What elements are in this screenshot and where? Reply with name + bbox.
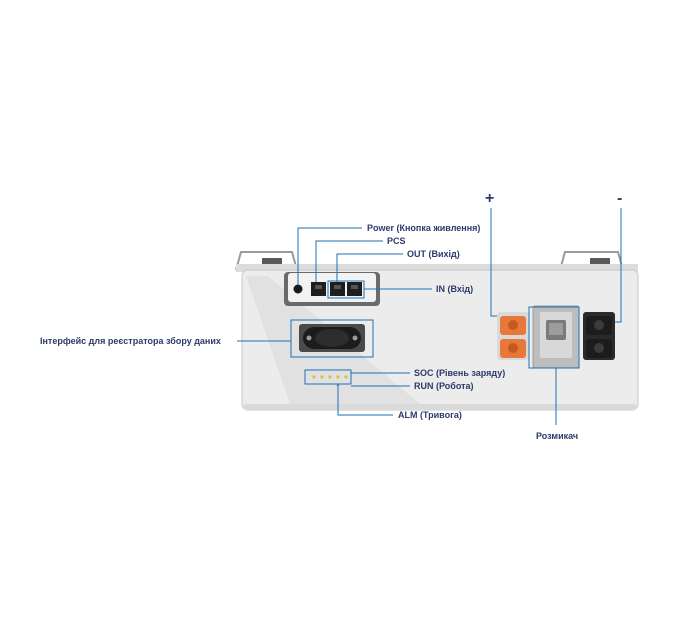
data-connector-icon[interactable]: [299, 324, 365, 352]
rj45-port-icon[interactable]: [347, 282, 362, 296]
power-callout: [297, 227, 362, 285]
callout-lines: [237, 208, 622, 425]
out-label: OUT (Вихід): [407, 249, 460, 259]
minus-symbol: -: [617, 190, 622, 207]
soc-label: SOC (Рівень заряду): [414, 368, 505, 378]
left-handle: [235, 251, 298, 271]
led-5: [344, 375, 348, 379]
led-3: [328, 375, 332, 379]
led-box: [304, 369, 352, 385]
pcs-callout: [315, 240, 383, 282]
top-rail: [236, 264, 638, 272]
power-button-icon[interactable]: [293, 284, 303, 294]
alm-label: ALM (Тривога): [398, 410, 462, 420]
battery-terminal-icon[interactable]: [583, 312, 615, 360]
panel-bottom-edge: [244, 404, 636, 410]
breaker-box: [528, 306, 580, 369]
led-2: [320, 375, 324, 379]
run-label: RUN (Робота): [414, 381, 474, 391]
breaker-label: Розмикач: [536, 431, 578, 441]
pcs-label: PCS: [387, 236, 406, 246]
left-handle-clip: [262, 258, 282, 264]
battery-terminal-icon[interactable]: [497, 312, 529, 360]
led-1: [312, 375, 316, 379]
interface-box: [290, 319, 374, 358]
power-label: Power (Кнопка живлення): [367, 223, 480, 233]
plus-callout: [490, 208, 497, 317]
minus-callout: [615, 208, 622, 323]
led-4: [336, 375, 340, 379]
led-indicators: [312, 375, 348, 387]
breaker-switch-icon[interactable]: [532, 305, 580, 369]
rj45-port-icon[interactable]: [311, 282, 326, 296]
in-label: IN (Вхід): [436, 284, 473, 294]
labels: Power (Кнопка живлення) PCS OUT (Вихід) …: [40, 190, 622, 441]
right-handle-clip: [590, 258, 610, 264]
rj45-port-icon[interactable]: [330, 282, 345, 296]
interface-label: Інтерфейс для реєстратора збору даних: [40, 336, 221, 346]
alm-callout: [337, 385, 393, 416]
out-callout: [336, 253, 403, 282]
plus-symbol: +: [485, 190, 494, 207]
